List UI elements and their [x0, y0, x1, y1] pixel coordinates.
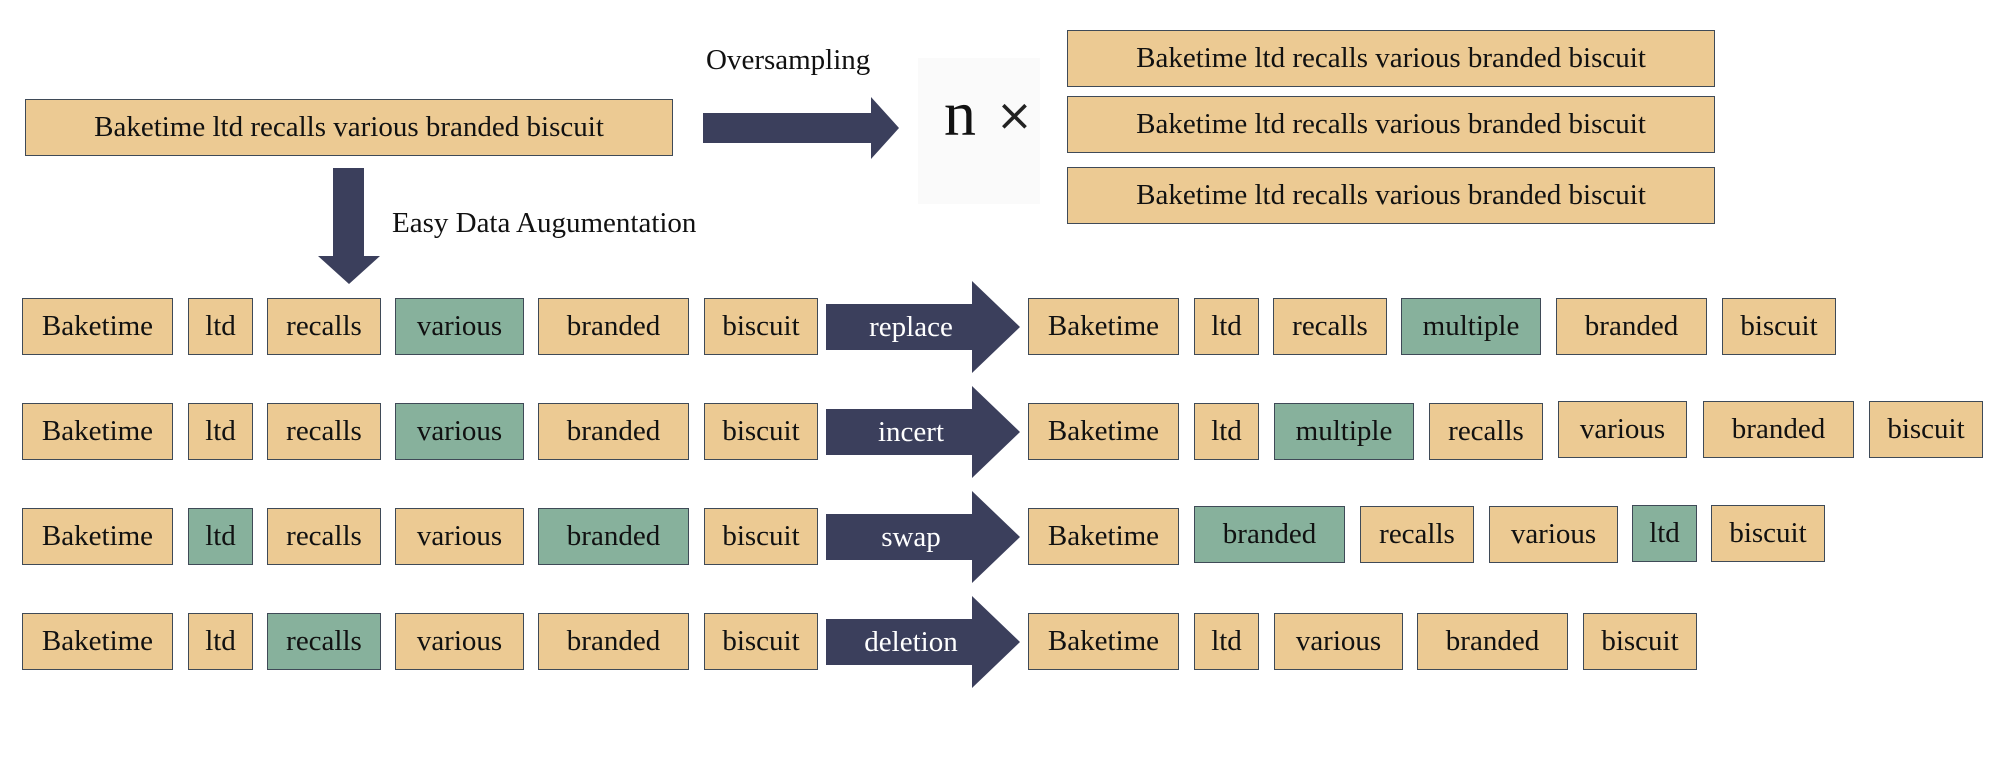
oversampled-sentence-box: Baketime ltd recalls various branded bis…	[1067, 96, 1715, 153]
output-token: Baketime	[1028, 298, 1179, 355]
input-token: ltd	[188, 613, 253, 670]
input-token: branded	[538, 298, 689, 355]
input-token: ltd	[188, 298, 253, 355]
source-sentence-text: Baketime ltd recalls various branded bis…	[94, 111, 604, 143]
input-token: recalls	[267, 403, 381, 460]
input-token: various	[395, 613, 524, 670]
output-token: biscuit	[1722, 298, 1836, 355]
output-token: various	[1274, 613, 1403, 670]
source-sentence-box: Baketime ltd recalls various branded bis…	[25, 99, 673, 156]
output-token: Baketime	[1028, 403, 1179, 460]
output-token-highlighted: ltd	[1632, 505, 1697, 562]
operation-arrow	[826, 596, 1020, 688]
oversampled-sentence-text: Baketime ltd recalls various branded bis…	[1136, 108, 1646, 140]
input-token: various	[395, 508, 524, 565]
oversampled-sentence-text: Baketime ltd recalls various branded bis…	[1136, 179, 1646, 211]
operation-label: replace	[869, 310, 953, 343]
output-token-highlighted: multiple	[1401, 298, 1541, 355]
input-token: ltd	[188, 403, 253, 460]
output-token: ltd	[1194, 613, 1259, 670]
operation-arrow	[826, 281, 1020, 373]
input-token: branded	[538, 613, 689, 670]
input-token: biscuit	[704, 613, 818, 670]
output-token: branded	[1556, 298, 1707, 355]
input-token-highlighted: various	[395, 403, 524, 460]
oversampling-label: Oversampling	[706, 44, 871, 76]
oversampled-sentence-box: Baketime ltd recalls various branded bis…	[1067, 30, 1715, 87]
input-token: biscuit	[704, 298, 818, 355]
n-times-multiplier: n ×	[918, 58, 1040, 204]
output-token: Baketime	[1028, 613, 1179, 670]
input-token: Baketime	[22, 508, 173, 565]
input-token: biscuit	[704, 403, 818, 460]
output-token: recalls	[1360, 506, 1474, 563]
operation-arrow	[826, 386, 1020, 478]
output-token: various	[1558, 401, 1687, 458]
output-token: Baketime	[1028, 508, 1179, 565]
operation-arrow	[826, 491, 1020, 583]
input-token: Baketime	[22, 613, 173, 670]
input-token: branded	[538, 403, 689, 460]
input-token: recalls	[267, 508, 381, 565]
n-symbol: n	[944, 78, 976, 149]
times-symbol: ×	[996, 90, 1033, 141]
input-token-highlighted: branded	[538, 508, 689, 565]
input-token-highlighted: recalls	[267, 613, 381, 670]
input-token: Baketime	[22, 403, 173, 460]
eda-down-arrow	[318, 168, 380, 284]
input-token: recalls	[267, 298, 381, 355]
output-token: recalls	[1429, 403, 1543, 460]
output-token: various	[1489, 506, 1618, 563]
output-token: recalls	[1273, 298, 1387, 355]
output-token: branded	[1417, 613, 1568, 670]
output-token-highlighted: branded	[1194, 506, 1345, 563]
output-token-highlighted: multiple	[1274, 403, 1414, 460]
eda-label: Easy Data Augumentation	[392, 207, 697, 239]
output-token: ltd	[1194, 298, 1259, 355]
input-token-highlighted: ltd	[188, 508, 253, 565]
operation-label: deletion	[864, 625, 958, 658]
operation-label: swap	[881, 520, 941, 553]
operation-label: incert	[877, 415, 944, 448]
input-token: Baketime	[22, 298, 173, 355]
output-token: biscuit	[1583, 613, 1697, 670]
oversampling-arrow	[703, 97, 899, 159]
output-token: biscuit	[1869, 401, 1983, 458]
output-token: biscuit	[1711, 505, 1825, 562]
oversampled-sentence-box: Baketime ltd recalls various branded bis…	[1067, 167, 1715, 224]
input-token-highlighted: various	[395, 298, 524, 355]
output-token: ltd	[1194, 403, 1259, 460]
output-token: branded	[1703, 401, 1854, 458]
input-token: biscuit	[704, 508, 818, 565]
oversampled-sentence-text: Baketime ltd recalls various branded bis…	[1136, 42, 1646, 74]
